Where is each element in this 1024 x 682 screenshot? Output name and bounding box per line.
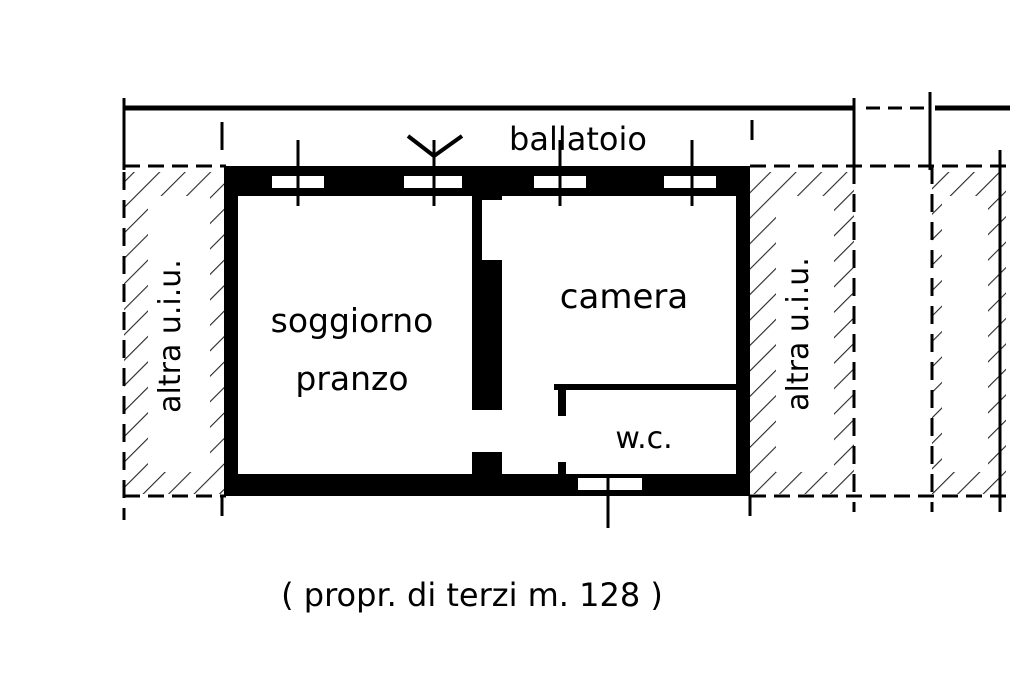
bedroom-label: camera — [560, 277, 688, 317]
bottom-note: ( propr. di terzi m. 128 ) — [281, 576, 663, 614]
apartment-walls — [224, 166, 750, 496]
corridor-label: ballatoio — [509, 120, 647, 158]
adjacent-unit-right — [750, 166, 856, 512]
living-room-label-line2: pranzo — [295, 359, 408, 398]
adjacent-unit-far-right — [930, 150, 1006, 512]
bathroom-label: w.c. — [615, 421, 672, 456]
adjacent-unit-right-label: altra u.i.u. — [781, 257, 816, 411]
window-marks — [296, 140, 694, 528]
living-room-label-line1: soggiorno — [271, 301, 434, 340]
adjacent-unit-left-label: altra u.i.u. — [153, 259, 188, 413]
bottom-boundary — [124, 494, 1010, 516]
corridor — [122, 92, 1010, 170]
entrance-door-icon — [406, 134, 464, 158]
adjacent-unit-left — [122, 172, 224, 520]
